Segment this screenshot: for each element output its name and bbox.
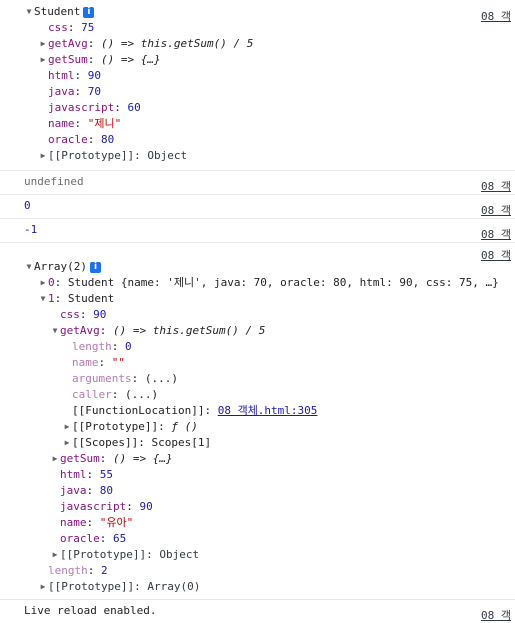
prop-row-getavg[interactable]: ▼getAvg: () => this.getSum() / 5: [0, 323, 515, 339]
console-message-undefined: 08 객 undefined: [0, 174, 515, 195]
expand-triangle-icon[interactable]: ▶: [40, 278, 46, 287]
fn-prop-row: length: 0: [72, 340, 132, 353]
expand-triangle-icon[interactable]: ▶: [64, 422, 70, 431]
prop-row[interactable]: ▶getAvg: () => this.getSum() / 5: [0, 36, 515, 52]
array-prototype-row[interactable]: ▶[[Prototype]]: Array(0): [0, 579, 515, 595]
console-message-minus-one: 08 객 -1: [0, 222, 515, 243]
expand-triangle-icon[interactable]: ▶: [40, 582, 46, 591]
message-text: Live reload enabled.: [24, 604, 157, 617]
collapse-triangle-icon[interactable]: ▼: [26, 7, 32, 16]
collapse-triangle-icon[interactable]: ▼: [52, 326, 58, 335]
prop-row: css: 90: [60, 308, 107, 321]
prop-row: html: 55: [60, 468, 113, 481]
array-header[interactable]: Array(2): [34, 260, 87, 273]
prop-row: html: 90: [48, 69, 101, 82]
prototype-row[interactable]: ▶[[Prototype]]: Object: [0, 547, 515, 563]
fn-prop-row[interactable]: caller: (...): [72, 388, 159, 401]
message-text: undefined: [24, 175, 84, 188]
fn-scopes-row[interactable]: ▶[[Scopes]]: Scopes[1]: [0, 435, 515, 451]
array-item-1[interactable]: ▼1: Student: [0, 291, 515, 307]
source-link[interactable]: 08 객: [481, 10, 511, 23]
prop-row: javascript: 90: [60, 500, 153, 513]
collapse-triangle-icon[interactable]: ▼: [40, 294, 46, 303]
prop-row: java: 80: [60, 484, 113, 497]
prop-row: oracle: 80: [48, 133, 115, 146]
object-header[interactable]: Student: [34, 5, 81, 18]
prop-row: name: "유아": [60, 516, 134, 529]
expand-triangle-icon[interactable]: ▶: [40, 55, 46, 64]
source-link[interactable]: 08 객: [481, 249, 511, 262]
message-text: -1: [24, 223, 38, 236]
prototype-row[interactable]: ▶[[Prototype]]: Object: [0, 148, 515, 164]
prop-row-getsum[interactable]: ▶getSum: () => {…}: [0, 451, 515, 467]
fn-prototype-row[interactable]: ▶[[Prototype]]: ƒ (): [0, 419, 515, 435]
fn-location-row: [[FunctionLocation]]: 08 객체.html:305: [72, 404, 318, 417]
array-length-row: length: 2: [48, 564, 108, 577]
source-link[interactable]: 08 객: [481, 204, 511, 217]
expand-triangle-icon[interactable]: ▶: [40, 39, 46, 48]
collapse-triangle-icon[interactable]: ▼: [26, 262, 32, 271]
function-location-link[interactable]: 08 객체.html:305: [217, 404, 318, 417]
console-message-live-reload: 08 객 Live reload enabled.: [0, 603, 515, 623]
expand-triangle-icon[interactable]: ▶: [40, 151, 46, 160]
array-item-0[interactable]: ▶0: Student {name: '제니', java: 70, oracl…: [0, 275, 515, 291]
console-message-array: 08 객 ▼Array(2)i ▶0: Student {name: '제니',…: [0, 243, 515, 600]
prop-row: css: 75: [48, 21, 95, 34]
prop-row: oracle: 65: [60, 532, 127, 545]
prop-row: javascript: 60: [48, 101, 141, 114]
source-link[interactable]: 08 객: [481, 228, 511, 241]
message-text: 0: [24, 199, 31, 212]
expand-triangle-icon[interactable]: ▶: [52, 550, 58, 559]
prop-row[interactable]: ▶getSum: () => {…}: [0, 52, 515, 68]
info-icon[interactable]: i: [89, 261, 101, 273]
prop-row: java: 70: [48, 85, 101, 98]
expand-triangle-icon[interactable]: ▶: [64, 438, 70, 447]
fn-prop-row[interactable]: arguments: (...): [72, 372, 178, 385]
console-message-zero: 08 객 0: [0, 198, 515, 219]
expand-triangle-icon[interactable]: ▶: [52, 454, 58, 463]
fn-prop-row: name: "": [72, 356, 125, 369]
prop-row: name: "제니": [48, 117, 122, 130]
source-link[interactable]: 08 객: [481, 180, 511, 193]
info-icon[interactable]: i: [83, 6, 95, 18]
